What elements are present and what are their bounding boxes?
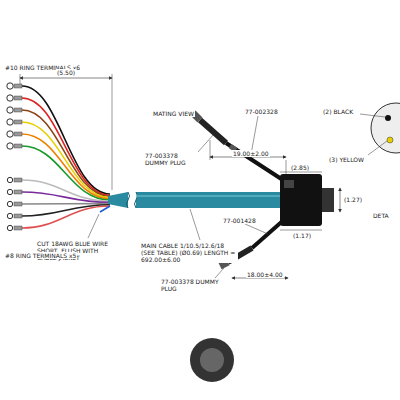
main-cable <box>136 192 282 208</box>
drawing-label: 77-003378 DUMMY PLUG <box>160 278 222 292</box>
detail-view <box>371 103 400 153</box>
drawing-label: (1.17) <box>292 232 312 239</box>
drawing-label: (1.27) <box>343 196 363 203</box>
detail-view <box>190 338 234 382</box>
wire-fan <box>7 83 110 238</box>
cable-end <box>108 192 128 208</box>
connector-housing <box>280 174 322 226</box>
drawing-label: 77-002328 <box>244 108 279 115</box>
branch-cable <box>226 143 286 182</box>
drawing-label: (2.85) <box>290 164 310 171</box>
drawing-label: MAIN CABLE 1/10.5/12.6/18 (SEE TABLE) (Ø… <box>140 242 238 263</box>
drawing-label: #8 RING TERMINALS x5 <box>4 252 77 259</box>
drawing-label: 77-003378 DUMMY PLUG <box>144 152 202 166</box>
drawing-label: (2) BLACK <box>322 108 354 115</box>
drawing-label: 18.00±4.00 <box>246 271 284 278</box>
drawing-label: MATING VIEW <box>152 110 195 117</box>
dummy-plug <box>200 120 226 143</box>
drawing-label: DETA <box>372 212 390 219</box>
drawing-label: (5.50) <box>56 69 76 76</box>
drawing-label: 77-001428 <box>222 217 257 224</box>
drawing-label: 19.00±2.00 <box>232 150 270 157</box>
drawing-label: (3) YELLOW <box>328 156 365 163</box>
